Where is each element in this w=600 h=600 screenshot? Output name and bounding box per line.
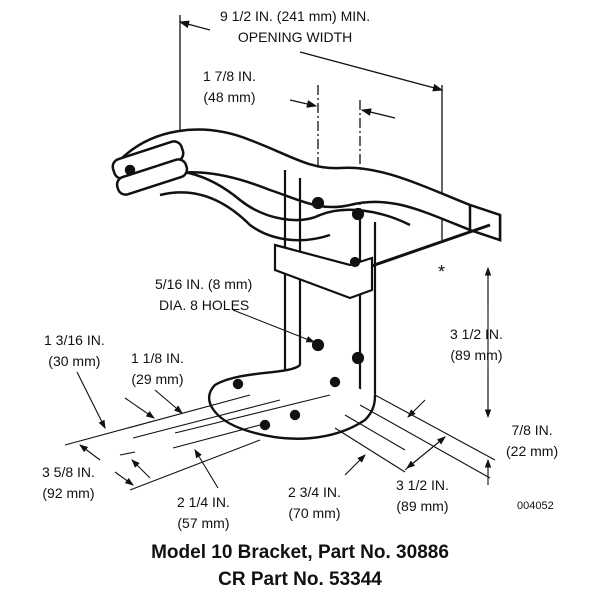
bottom-offset-label: 7/8 IN. (22 mm): [506, 420, 558, 462]
base-depth-label: 3 5/8 IN. (92 mm): [42, 462, 95, 504]
holes-label: 5/16 IN. (8 mm) DIA. 8 HOLES: [155, 274, 252, 316]
dim-in: 1 1/8 IN.: [131, 350, 184, 366]
holes-line1: 5/16 IN. (8 mm): [155, 276, 253, 292]
dim-in: 2 3/4 IN.: [288, 484, 341, 500]
base-offset-b-label: 1 1/8 IN. (29 mm): [131, 348, 184, 390]
base-dimension-lines: [64, 266, 496, 491]
vertical-hole-spacing-label: 3 1/2 IN. (89 mm): [450, 324, 503, 366]
tie-rod: [359, 223, 491, 272]
clamp-band: [111, 128, 502, 242]
base-length-label: 3 1/2 IN. (89 mm): [396, 475, 449, 517]
dim-mm: (89 mm): [396, 498, 449, 514]
base: [208, 364, 377, 440]
asterisk-mark: *: [438, 262, 445, 282]
opening-width-line1: 9 1/2 IN. (241 mm) MIN.: [220, 8, 371, 24]
hole-spacing-top-label: 1 7/8 IN. (48 mm): [203, 66, 256, 108]
opening-width-line2: OPENING WIDTH: [237, 29, 353, 45]
holes-line2: DIA. 8 HOLES: [159, 297, 250, 313]
dim-in: 3 5/8 IN.: [42, 464, 95, 480]
base-offset-a-label: 1 3/16 IN. (30 mm): [44, 330, 105, 372]
caption-title: Model 10 Bracket, Part No. 30886: [151, 542, 449, 563]
dim-mm: (89 mm): [450, 347, 503, 363]
dim-mm: (57 mm): [177, 515, 230, 531]
dim-mm: (70 mm): [288, 505, 341, 521]
dim-mm: (30 mm): [48, 353, 101, 369]
dim-mm: (29 mm): [131, 371, 184, 387]
dim-in: 1 7/8 IN.: [203, 68, 256, 84]
opening-width-label: 9 1/2 IN. (241 mm) MIN. OPENING WIDTH: [220, 6, 370, 48]
backplate: [273, 170, 377, 395]
caption-cr-part: CR Part No. 53344: [218, 569, 382, 590]
dim-in: 3 1/2 IN.: [396, 477, 449, 493]
dim-mm: (48 mm): [203, 89, 256, 105]
dim-in: 1 3/16 IN.: [44, 332, 105, 348]
drawing-code: 004052: [517, 500, 554, 512]
dim-in: 7/8 IN.: [511, 422, 553, 438]
dim-in: 2 1/4 IN.: [177, 494, 230, 510]
dim-mm: (92 mm): [42, 485, 95, 501]
base-hole-span-label: 2 1/4 IN. (57 mm): [177, 492, 230, 534]
base-width-label: 2 3/4 IN. (70 mm): [288, 482, 341, 524]
dim-in: 3 1/2 IN.: [450, 326, 503, 342]
dim-mm: (22 mm): [506, 443, 559, 459]
